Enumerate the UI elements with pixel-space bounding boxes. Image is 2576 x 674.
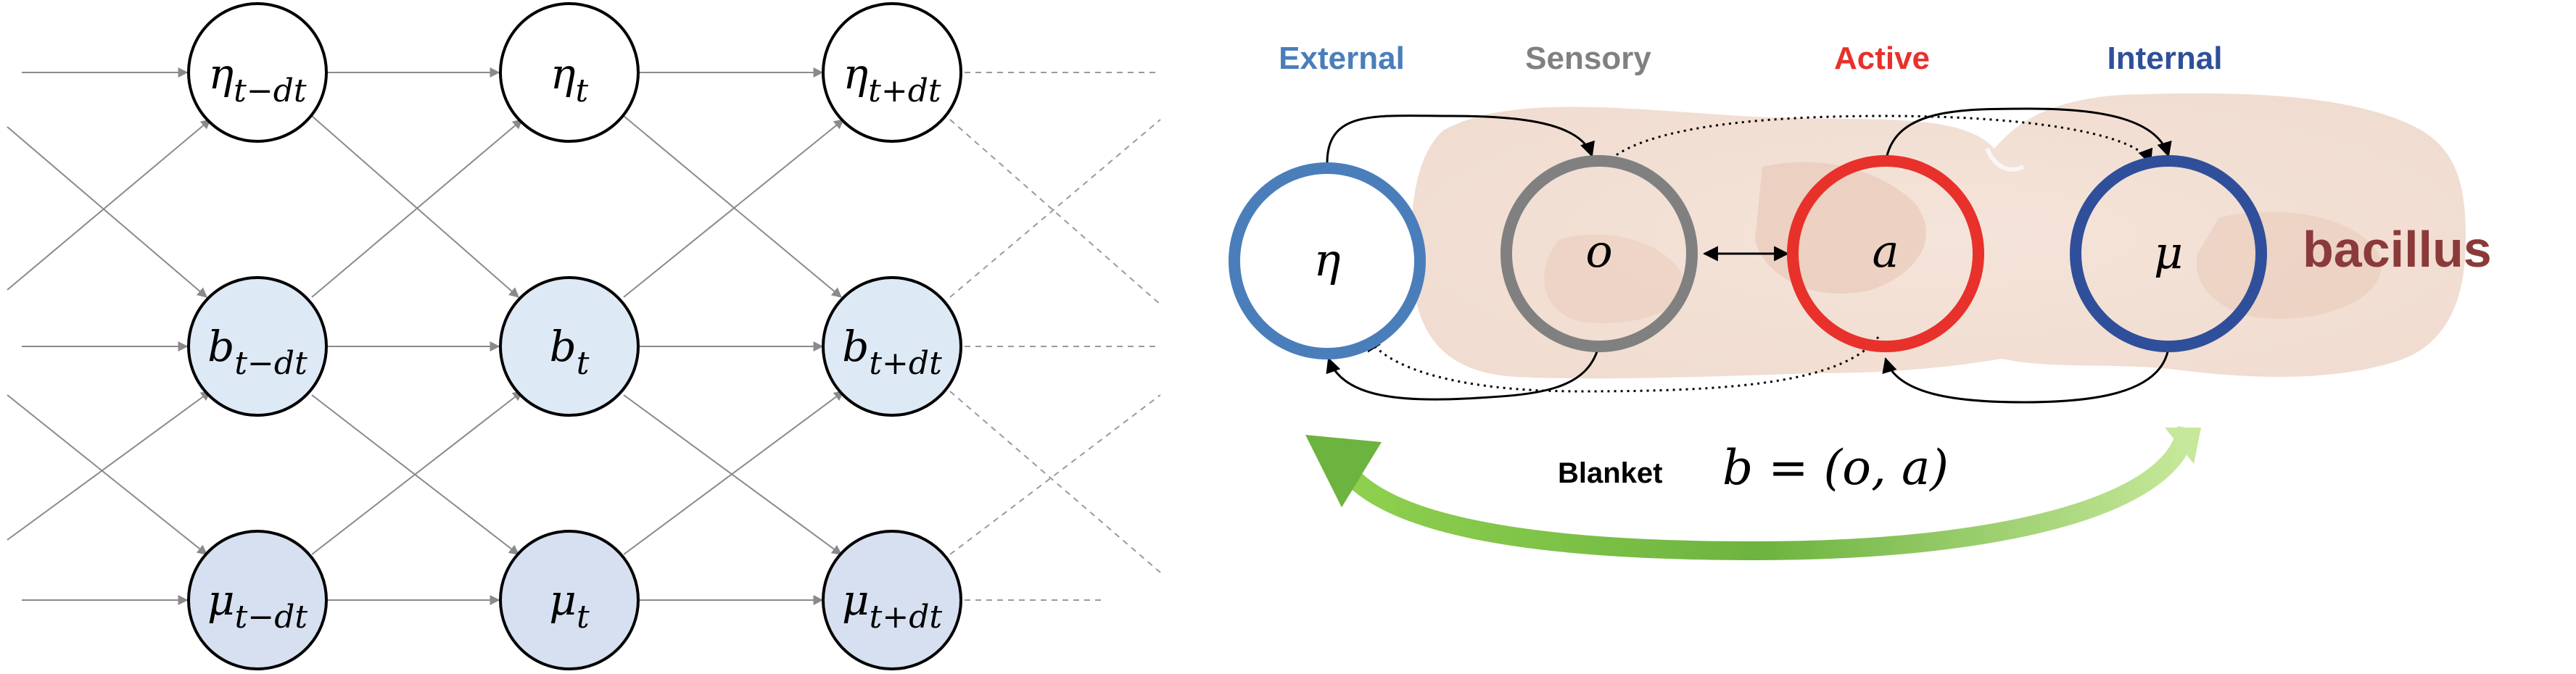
node-symbol: η (208, 49, 234, 99)
node-eta-t-plus-dt: ηt+dt (822, 2, 962, 143)
state-active: a (1787, 155, 1984, 352)
dbn-continuation (949, 72, 1161, 601)
blanket-formula: b = (o, a) (1722, 440, 1949, 496)
state-internal: μ (2070, 155, 2267, 352)
svg-text:ηt−dt: ηt−dt (208, 49, 306, 109)
green-feedback-arrow (1305, 425, 2201, 561)
state-active-symbol: a (1873, 225, 1899, 278)
node-subscript: t (577, 345, 590, 382)
svg-text:ηt: ηt (550, 49, 589, 109)
svg-text:μt−dt: μt−dt (207, 575, 307, 636)
state-sensory-symbol: o (1585, 225, 1612, 278)
node-symbol: η (550, 49, 576, 99)
node-eta-t: ηt (499, 2, 640, 143)
node-subscript: t+dt (869, 345, 942, 382)
node-b-t: bt (499, 276, 640, 417)
node-symbol: b (207, 322, 234, 371)
node-b-t-plus-dt: bt+dt (822, 276, 962, 417)
node-symbol: μ (842, 575, 870, 625)
svg-text:bt+dt: bt+dt (842, 322, 942, 382)
svg-text:ηt+dt: ηt+dt (843, 49, 941, 109)
node-symbol: b (550, 322, 577, 371)
svg-text:μt+dt: μt+dt (842, 575, 942, 636)
node-symbol: μ (207, 575, 235, 625)
state-sensory: o (1500, 155, 1698, 352)
node-symbol: η (843, 49, 868, 99)
dotted-arrows (1366, 115, 2153, 393)
heading-external: External (1279, 41, 1405, 76)
node-subscript: t+dt (868, 72, 941, 109)
node-mu-t-minus-dt: μt−dt (187, 530, 328, 670)
node-b-t-minus-dt: bt−dt (187, 276, 328, 417)
bacillus-markov-blanket: External Sensory Active Internal η (1229, 41, 2492, 561)
node-subscript: t−dt (234, 72, 307, 109)
node-symbol: μ (549, 575, 577, 625)
svg-text:bt: bt (550, 322, 590, 382)
blanket-label: Blanket (1558, 457, 1663, 489)
organism-label: bacillus (2303, 221, 2492, 278)
node-subscript: t+dt (870, 599, 943, 636)
heading-active: Active (1834, 41, 1930, 76)
markov-blanket-dbn: ηt−dt ηt ηt+dt bt−dt bt (7, 2, 1161, 670)
blanket-arrows (1326, 107, 2172, 404)
node-subscript: t−dt (234, 345, 307, 382)
svg-text:bt−dt: bt−dt (207, 322, 307, 382)
heading-sensory: Sensory (1525, 41, 1651, 76)
node-mu-t: μt (499, 530, 640, 670)
state-external: η (1229, 162, 1426, 359)
node-subscript: t (577, 599, 590, 636)
state-internal-symbol: μ (2154, 226, 2183, 279)
heading-internal: Internal (2108, 41, 2223, 76)
svg-text:μt: μt (549, 575, 590, 636)
dbn-edges (7, 67, 845, 605)
node-subscript: t (576, 72, 589, 109)
state-external-symbol: η (1313, 233, 1340, 286)
node-mu-t-plus-dt: μt+dt (822, 530, 962, 670)
node-eta-t-minus-dt: ηt−dt (187, 2, 328, 143)
node-subscript: t−dt (235, 599, 308, 636)
node-symbol: b (842, 322, 869, 371)
